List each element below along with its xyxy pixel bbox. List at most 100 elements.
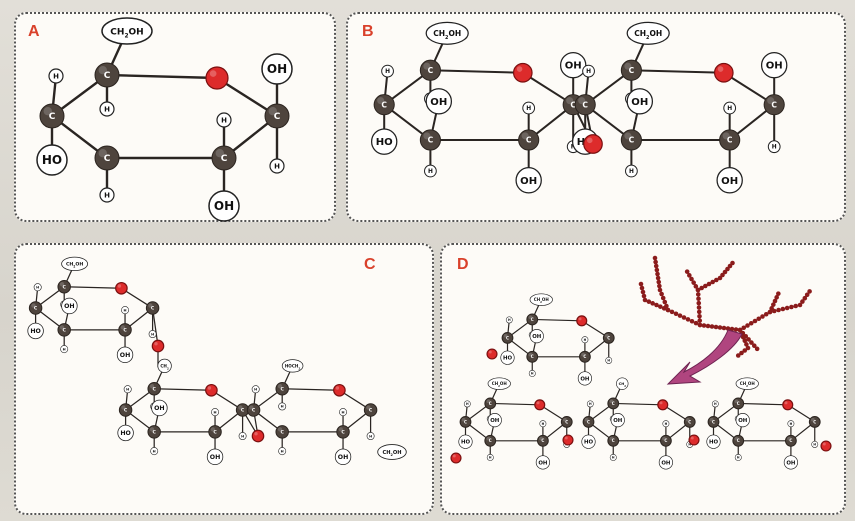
- ch2oh-label: CH2OH: [634, 29, 662, 41]
- carbon-label: C: [221, 154, 228, 164]
- hydrogen-label: H: [508, 318, 511, 322]
- atom-highlight: [238, 405, 243, 410]
- chain-bead: [687, 273, 692, 278]
- carbon-atom: [147, 425, 161, 439]
- carbon-label: C: [104, 71, 111, 81]
- hydroxyl-oh-group: [559, 51, 587, 79]
- atom-highlight: [564, 436, 568, 440]
- chain-bead: [684, 269, 690, 274]
- carbon-atom: [574, 94, 596, 116]
- oh-label: OH: [631, 97, 648, 108]
- chain-bead: [703, 283, 708, 289]
- oh-label: OH: [214, 199, 234, 213]
- carbon-atom: [145, 301, 160, 315]
- ch2oh-label: CH2OH: [740, 381, 756, 388]
- hydrogen-label: H: [772, 145, 777, 151]
- chain-bead: [693, 320, 699, 326]
- carbon-label: C: [737, 401, 740, 406]
- carbon-label: C: [789, 438, 792, 443]
- hydrogen-label: H: [813, 443, 816, 447]
- hydrogen-label: H: [53, 72, 59, 80]
- carbon-label: C: [280, 430, 284, 436]
- oxygen-atom: [583, 134, 603, 154]
- ch2-label: CH2: [160, 363, 169, 370]
- oh-label: OH: [766, 61, 783, 72]
- chain-bead: [660, 295, 666, 301]
- hydrogen-atom: [605, 356, 613, 364]
- hydrogen-atom: [278, 447, 287, 456]
- atom-highlight: [207, 386, 212, 390]
- hydrogen-atom: [150, 447, 159, 456]
- ho-label: HO: [584, 440, 594, 446]
- atom-highlight: [604, 333, 609, 338]
- chain-bead: [789, 304, 794, 310]
- ch2oh-group: [101, 17, 153, 45]
- chain-bead: [739, 350, 744, 356]
- carbon-atom: [660, 434, 672, 447]
- atom-highlight: [822, 442, 826, 446]
- panel-c: [14, 243, 434, 515]
- carbon-label: C: [428, 66, 434, 75]
- carbon-label: C: [629, 66, 635, 75]
- bond: [612, 402, 664, 406]
- atom-highlight: [659, 401, 663, 405]
- chain-bead: [640, 289, 646, 295]
- ho-label: HO: [376, 137, 393, 148]
- atom-highlight: [609, 399, 614, 404]
- hydrogen-label: H: [737, 456, 740, 460]
- hydrogen-atom: [424, 164, 437, 178]
- atom-highlight: [149, 427, 155, 432]
- chain-bead: [696, 305, 702, 310]
- atom-highlight: [586, 137, 593, 144]
- carbon-label: C: [526, 136, 532, 145]
- chain-bead: [725, 326, 731, 331]
- atom-highlight: [268, 107, 277, 116]
- oxygen-atom: [486, 348, 498, 360]
- atom-highlight: [488, 350, 492, 354]
- hoch2-group: [281, 359, 304, 373]
- carbon-atom: [57, 323, 71, 337]
- hydrogen-atom: [528, 370, 536, 377]
- atom-highlight: [121, 405, 126, 410]
- hydrogen-atom: [787, 420, 795, 428]
- carbon-atom: [707, 416, 720, 428]
- hydrogen-atom: [711, 400, 719, 408]
- chain-bead: [685, 317, 691, 322]
- hydroxyl-oh-group: [529, 329, 544, 344]
- ch2oh-label: CH2OH: [382, 450, 401, 457]
- carbon-label: C: [688, 419, 691, 424]
- ch2oh-label: CH2OH: [66, 262, 83, 269]
- hydrogen-label: H: [571, 145, 576, 151]
- chain-bead: [697, 322, 703, 328]
- chain-bead: [655, 275, 661, 281]
- chain-bead: [751, 343, 757, 349]
- hydrogen-label: H: [254, 388, 257, 392]
- oxygen-atom: [820, 440, 832, 452]
- hydrogen-label: H: [281, 405, 284, 409]
- hydrogen-label: H: [688, 443, 691, 447]
- atom-highlight: [210, 427, 216, 432]
- carbon-atom: [620, 59, 642, 81]
- atom-highlight: [215, 149, 224, 158]
- oh-label: OH: [532, 334, 542, 340]
- chain-bead: [655, 271, 660, 277]
- chain-bead: [800, 299, 805, 304]
- hydrogen-atom: [278, 402, 287, 411]
- ch2oh-group: [61, 256, 88, 271]
- carbon-atom: [118, 403, 133, 417]
- atom-highlight: [690, 436, 694, 440]
- hydrogen-atom: [767, 140, 781, 154]
- carbon-label: C: [582, 100, 588, 109]
- panel-d-label: D: [457, 256, 469, 273]
- chain-bead: [784, 305, 790, 311]
- hydrogen-atom: [662, 420, 670, 428]
- chain-bead: [756, 316, 762, 322]
- atom-highlight: [521, 132, 529, 140]
- oxygen-atom: [251, 429, 265, 443]
- hydrogen-label: H: [584, 338, 587, 342]
- hydrogen-label: H: [466, 402, 469, 406]
- carbon-atom: [363, 403, 378, 417]
- hydrogen-label: H: [586, 69, 591, 75]
- chain-bead: [746, 337, 751, 342]
- ho-label: HO: [120, 430, 131, 437]
